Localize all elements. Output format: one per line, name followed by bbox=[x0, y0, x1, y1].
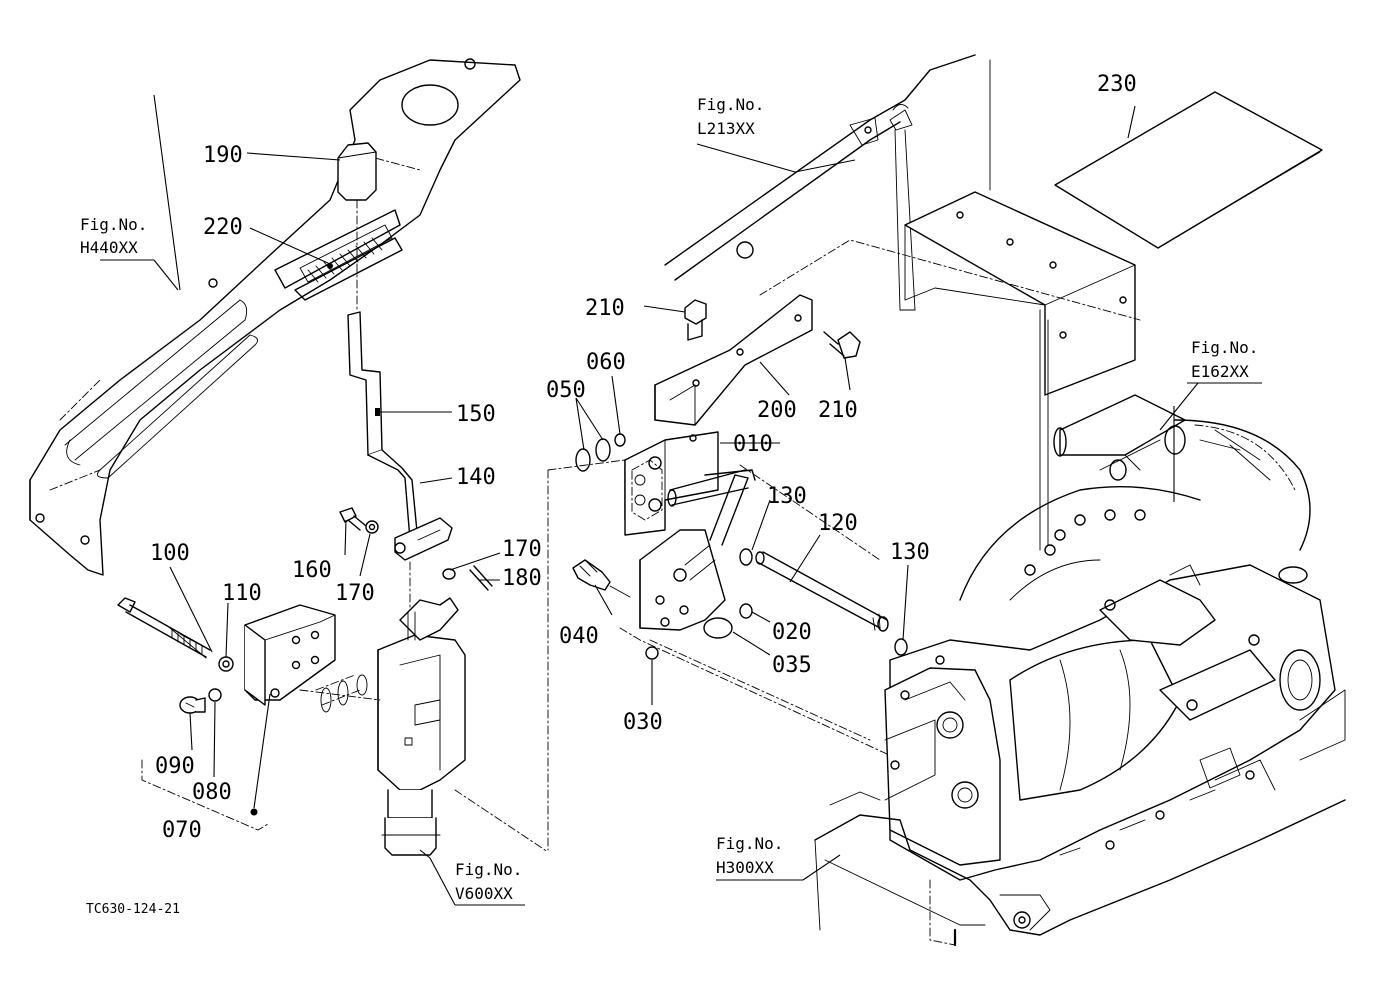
transmission-housing bbox=[814, 564, 1346, 947]
washer-170b bbox=[442, 568, 456, 580]
fig-v600-label: Fig.No. bbox=[455, 860, 522, 879]
label-070: 070 bbox=[162, 818, 202, 843]
figure-references: Fig.No. H440XX Fig.No. L213XX Fig.No. E1… bbox=[80, 95, 1258, 917]
bolt-210a bbox=[684, 299, 707, 341]
label-090: 090 bbox=[155, 754, 195, 779]
label-230: 230 bbox=[1097, 72, 1137, 97]
reference-lines bbox=[454, 239, 1141, 853]
o-ring-030 bbox=[645, 646, 659, 660]
bolt-100 bbox=[117, 597, 211, 659]
label-030: 030 bbox=[623, 710, 663, 735]
label-060: 060 bbox=[586, 350, 626, 375]
lever-knob bbox=[337, 142, 377, 311]
bolt-210b bbox=[823, 331, 861, 359]
o-ring-060 bbox=[614, 433, 626, 447]
label-100: 100 bbox=[150, 541, 190, 566]
o-ring-050a bbox=[575, 448, 591, 472]
o-ring-050b bbox=[595, 438, 611, 462]
fig-e162-code: E162XX bbox=[1191, 362, 1249, 381]
label-035: 035 bbox=[772, 653, 812, 678]
kit-bracket-070 bbox=[141, 759, 269, 831]
cover-plate bbox=[244, 604, 336, 706]
fig-e162-label: Fig.No. bbox=[1191, 338, 1258, 357]
o-ring-080 bbox=[208, 688, 222, 702]
label-010: 010 bbox=[733, 432, 773, 457]
label-210b: 210 bbox=[818, 398, 858, 423]
pipe-120 bbox=[755, 551, 889, 632]
label-130a: 130 bbox=[767, 484, 807, 509]
drawing-code: TC630-124-21 bbox=[86, 902, 180, 917]
label-180: 180 bbox=[502, 566, 542, 591]
fitting-040 bbox=[572, 559, 631, 598]
label-220: 220 bbox=[203, 215, 243, 240]
clutch-housing bbox=[959, 419, 1311, 601]
fig-h440-label: Fig.No. bbox=[80, 215, 147, 234]
label-210a: 210 bbox=[585, 296, 625, 321]
fig-h300-label: Fig.No. bbox=[716, 834, 783, 853]
label-140: 140 bbox=[456, 465, 496, 490]
fig-h440-code: H440XX bbox=[80, 238, 138, 257]
washer-110 bbox=[218, 656, 234, 672]
o-ring-130b bbox=[894, 638, 908, 656]
part-labels: 190 220 150 140 160 170 170 180 100 110 … bbox=[150, 72, 1137, 843]
label-170b: 170 bbox=[335, 581, 375, 606]
o-ring-035 bbox=[703, 617, 733, 639]
leader-lines bbox=[100, 94, 1262, 906]
o-ring-020 bbox=[739, 603, 753, 619]
o-ring-130a bbox=[739, 548, 753, 566]
plug-090 bbox=[179, 696, 206, 714]
fig-l213-code: L213XX bbox=[697, 119, 755, 138]
fender-plate bbox=[29, 58, 521, 576]
control-valve bbox=[299, 597, 466, 856]
frame-structure bbox=[664, 54, 1186, 551]
bracket-200 bbox=[654, 294, 813, 426]
label-170a: 170 bbox=[502, 537, 542, 562]
shift-lever bbox=[347, 311, 419, 543]
label-150: 150 bbox=[456, 402, 496, 427]
lever-bracket bbox=[394, 517, 453, 613]
label-sheet-230 bbox=[1054, 91, 1323, 249]
label-120: 120 bbox=[818, 511, 858, 536]
gate-plate bbox=[299, 224, 393, 283]
label-020: 020 bbox=[772, 620, 812, 645]
washer-170a bbox=[365, 520, 379, 534]
label-050: 050 bbox=[546, 378, 586, 403]
label-160: 160 bbox=[292, 558, 332, 583]
label-200: 200 bbox=[757, 398, 797, 423]
plate-dot bbox=[250, 808, 258, 816]
fig-l213-label: Fig.No. bbox=[697, 95, 764, 114]
label-130b: 130 bbox=[890, 540, 930, 565]
cotter-pin-180 bbox=[469, 565, 493, 591]
fig-h300-code: H300XX bbox=[716, 858, 774, 877]
label-080: 080 bbox=[192, 780, 232, 805]
label-110: 110 bbox=[222, 581, 262, 606]
fig-v600-code: V600XX bbox=[455, 884, 513, 903]
label-040: 040 bbox=[559, 624, 599, 649]
valve-block bbox=[624, 431, 756, 631]
pin-160 bbox=[339, 507, 367, 531]
label-190: 190 bbox=[203, 143, 243, 168]
